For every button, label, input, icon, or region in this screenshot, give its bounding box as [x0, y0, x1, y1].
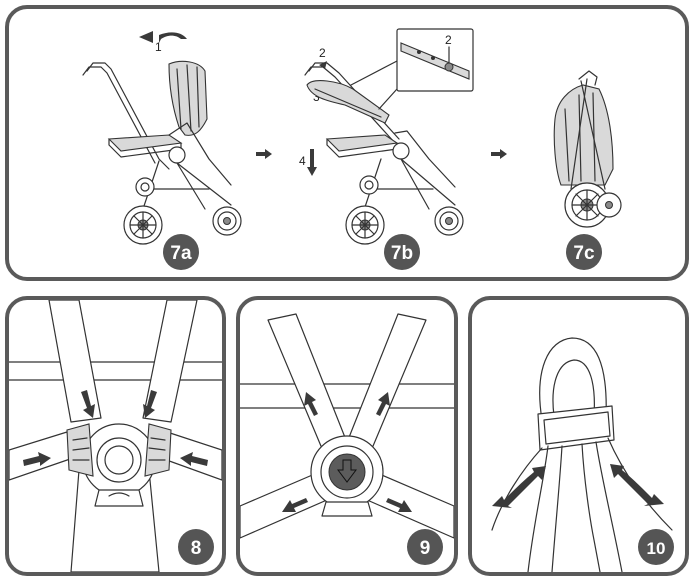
step-badge-7b: 7b: [384, 234, 420, 270]
pull-arrow-icon: [386, 498, 412, 512]
next-arrow-icon: [491, 149, 507, 159]
step-label-8: 8: [191, 538, 202, 559]
double-arrow-icon: [610, 464, 664, 506]
stroller-7b-drawing: 2 3 4: [299, 28, 474, 245]
pull-arrow-icon: [304, 392, 318, 416]
shoulder-pad-illustration: 10: [491, 337, 674, 572]
callout-4: 4: [299, 154, 306, 168]
callout-2: 2: [319, 46, 326, 60]
press-down-icon: [337, 459, 357, 483]
double-arrow-icon: [492, 466, 546, 508]
step-label-7b: 7b: [391, 243, 413, 264]
shoulder-pad-panel: 10: [468, 296, 689, 576]
push-arrow-icon: [23, 452, 51, 466]
step-badge-7c: 7c: [566, 234, 602, 270]
step-badge-7a: 7a: [163, 234, 199, 270]
step-label-7a: 7a: [170, 243, 192, 264]
pull-arrow-icon: [376, 392, 390, 416]
buckle-release-panel: 9: [236, 296, 458, 576]
buckle-release-illustration: 9: [240, 313, 454, 565]
callout-1: 1: [155, 40, 162, 54]
step-label-7c: 7c: [573, 243, 595, 264]
next-arrow-icon: [256, 149, 272, 159]
fold-steps-panel: 1 2 3: [5, 5, 689, 281]
fold-steps-illustration: 1 2 3: [82, 28, 622, 270]
step-badge-8: 8: [178, 529, 214, 565]
callout-3: 3: [313, 90, 320, 104]
push-arrow-icon: [143, 390, 157, 418]
small-arrow-icon: [319, 61, 327, 69]
stroller-7a-drawing: 1: [82, 31, 242, 245]
buckle-fasten-illustration: 8: [9, 300, 222, 572]
down-arrow-icon: [307, 149, 317, 176]
step-label-10: 10: [647, 539, 666, 558]
push-arrow-icon: [81, 390, 95, 418]
stroller-7c-drawing: [553, 70, 622, 228]
rotate-arrow-icon: [159, 32, 187, 43]
step-badge-10: 10: [638, 529, 674, 565]
arrow-head-icon: [139, 31, 153, 43]
step-badge-9: 9: [407, 529, 443, 565]
pull-arrow-icon: [282, 498, 308, 512]
step-label-9: 9: [420, 538, 431, 559]
callout-2-detail: 2: [445, 33, 452, 47]
push-arrow-icon: [180, 452, 208, 466]
buckle-fasten-panel: 8: [5, 296, 226, 576]
